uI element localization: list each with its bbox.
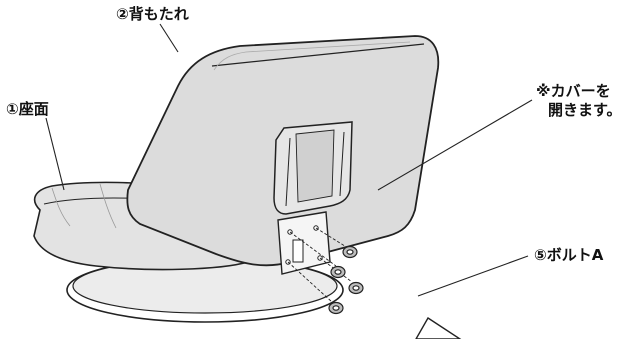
label-cover-line1: ※カバーを: [536, 82, 611, 100]
label-backrest: ②背もたれ: [116, 5, 189, 23]
label-cover-note: ※カバーを 開きます。: [536, 82, 622, 120]
label-seat: ①座面: [6, 100, 49, 118]
swivel-base: [66, 257, 344, 323]
leader-cover: [377, 99, 533, 191]
leader-lines: [45, 23, 533, 297]
bracket-plate: [277, 211, 331, 275]
bolt-icon: [328, 245, 364, 315]
cover-flap: [273, 121, 353, 215]
label-bolt: ⑤ボルトA: [534, 246, 604, 264]
leader-seat: [45, 117, 65, 191]
leader-bolt: [417, 255, 529, 297]
leader-backrest: [159, 23, 179, 53]
label-cover-line2: 開きます。: [548, 101, 622, 119]
arrow-icon: [415, 317, 462, 339]
